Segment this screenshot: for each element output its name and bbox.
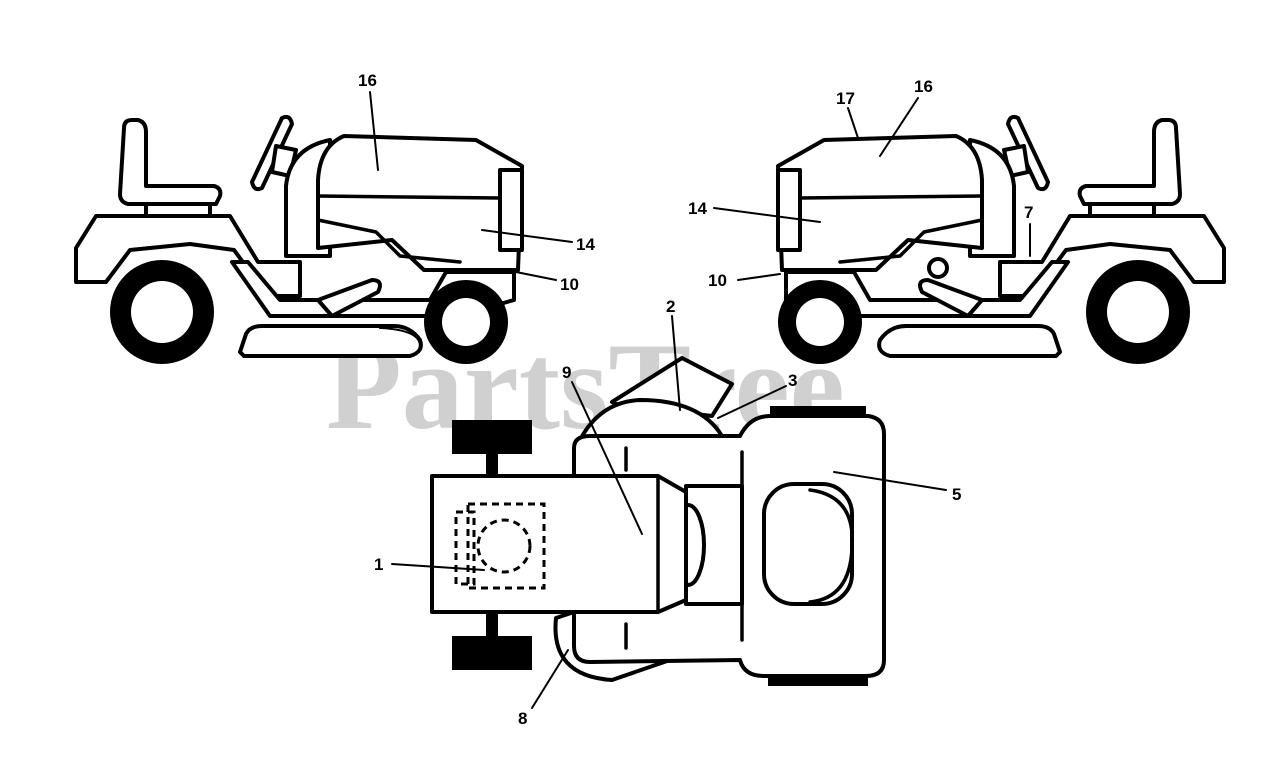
mower-deck-right [877,324,1062,358]
steering-wheel-left [250,114,294,192]
callout-right-7: 7 [1024,203,1033,222]
lift-lever-left [316,278,382,318]
engine-flywheel-outline [476,518,532,574]
fuel-cap-right [927,257,949,279]
leader-top-3 [717,385,787,419]
leader-top-8 [531,649,569,709]
seat-back-top-view [808,488,855,604]
callout-right-17: 17 [836,89,855,108]
steering-wheel-right [1006,114,1050,192]
hood-scoop-left [316,218,462,264]
hood-scoop-right [838,218,984,264]
leader-lines [369,91,1031,709]
rear-wheel-hub-right [1107,281,1169,343]
leader-left-10 [515,271,557,281]
callout-labels: 16 14 10 17 16 14 7 10 2 3 9 5 1 8 [358,71,1033,728]
callout-left-10: 10 [560,275,579,294]
callout-top-1: 1 [374,555,383,574]
lift-lever-right [918,278,984,318]
front-tire-top [452,420,532,454]
tractor-right-side-view [776,114,1226,364]
leader-top-2 [671,315,681,411]
callout-right-10: 10 [708,271,727,290]
fender-right [998,214,1226,298]
front-axle-bottom [486,612,498,638]
tractor-left-side-view [74,114,524,364]
callout-top-8: 8 [518,709,527,728]
hood-top [430,474,688,614]
leader-right-10 [737,273,781,281]
deck-chute-left [379,327,422,357]
tractor-top-view [430,356,886,686]
leader-top-5 [833,471,947,491]
callout-top-9: 9 [562,363,571,382]
grille-left [498,168,524,252]
front-axle-top [486,452,498,476]
engine-outline-top [466,502,546,590]
leader-top-9 [571,381,643,535]
fender-left [74,214,302,298]
leader-top-1 [391,563,485,571]
callout-left-14: 14 [576,235,595,254]
callout-right-16: 16 [914,77,933,96]
seat-left [118,118,223,206]
mower-deck-left [238,324,423,358]
leader-left-14 [481,229,573,243]
grille-right [776,168,802,252]
mower-deck-top [578,398,724,442]
leader-left-16 [369,91,379,171]
leader-right-17 [847,107,859,139]
callout-top-3: 3 [788,371,797,390]
front-wheel-hub-right [796,298,844,346]
front-tire-bottom [452,636,532,670]
seat-right [1077,118,1182,206]
engine-outline-side [454,510,476,586]
callout-left-16: 16 [358,71,377,90]
callout-top-5: 5 [952,485,961,504]
leader-right-16 [879,97,919,157]
hood-crease-left [316,194,502,200]
front-wheel-hub-left [442,298,490,346]
leader-right-14 [713,207,821,223]
callout-right-14: 14 [688,199,707,218]
callout-top-2: 2 [666,297,675,316]
hood-left [316,134,524,272]
rear-wheel-hub-left [131,281,193,343]
hood-crease-right [798,194,984,200]
